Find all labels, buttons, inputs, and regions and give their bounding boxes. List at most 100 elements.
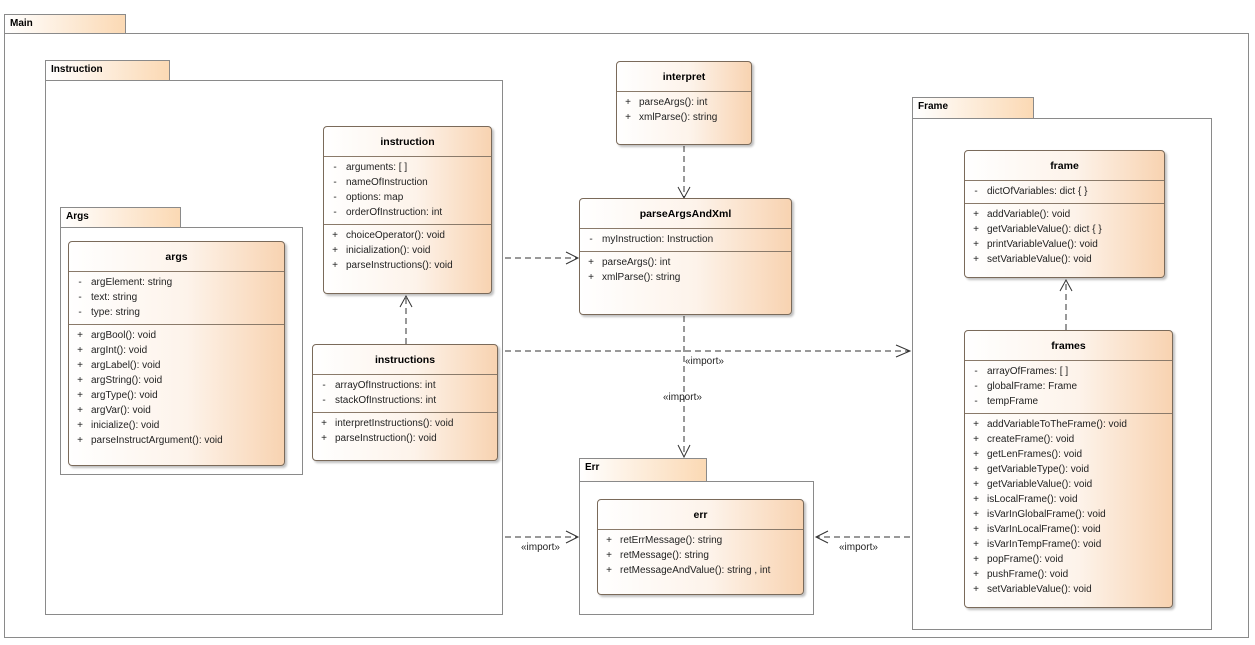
- operation-row: +getVariableValue(): void: [965, 477, 1172, 492]
- operation-row: + argBool(): void: [69, 328, 284, 343]
- package-tab-err: Err: [579, 458, 707, 481]
- package-label-frame: Frame: [918, 101, 949, 112]
- attribute-row: -options: map: [324, 190, 491, 205]
- operation-text: xmlParse(): string: [602, 272, 681, 283]
- visibility-marker: -: [78, 307, 82, 318]
- attribute-text: dictOfVariables: dict { }: [987, 186, 1088, 197]
- attribute-row: -text: string: [69, 290, 284, 305]
- operation-text: argBool(): void: [91, 330, 157, 341]
- operation-text: addVariable(): void: [987, 209, 1071, 220]
- visibility-marker: +: [973, 449, 979, 460]
- visibility-marker: -: [333, 177, 337, 188]
- class-args[interactable]: args -argElement: string-text: string-ty…: [68, 241, 285, 466]
- class-instruction[interactable]: instruction -arguments: [ ]-nameOfInstru…: [323, 126, 492, 294]
- operation-row: +isVarInLocalFrame(): void: [965, 522, 1172, 537]
- operation-row: +isVarInGlobalFrame(): void: [965, 507, 1172, 522]
- visibility-marker: +: [332, 245, 338, 256]
- visibility-marker: +: [973, 464, 979, 475]
- visibility-marker: -: [322, 380, 326, 391]
- visibility-marker: +: [973, 524, 979, 535]
- visibility-marker: +: [77, 375, 83, 386]
- visibility-marker: +: [973, 479, 979, 490]
- visibility-marker: +: [77, 435, 83, 446]
- operation-text: choiceOperator(): void: [346, 230, 445, 241]
- class-frame[interactable]: frame -dictOfVariables: dict { } + addVar…: [964, 150, 1165, 278]
- attribute-text: orderOfInstruction: int: [346, 207, 443, 218]
- attribute-row: -nameOfInstruction: [324, 175, 491, 190]
- operation-text: argString(): void: [91, 375, 163, 386]
- arrowhead-right-parseargsandxml: [565, 251, 580, 265]
- operation-text: interpretInstructions(): void: [335, 418, 454, 429]
- attributes-section: -arguments: [ ]-nameOfInstruction-option…: [324, 157, 491, 225]
- operation-row: +interpretInstructions(): void: [313, 416, 497, 431]
- operations-section: +interpretInstructions(): void+parseInst…: [313, 413, 497, 450]
- attribute-row: -type: string: [69, 305, 284, 320]
- attribute-row: -arrayOfFrames: [ ]: [965, 364, 1172, 379]
- attribute-text: arrayOfInstructions: int: [335, 380, 436, 391]
- operation-text: argLabel(): void: [91, 360, 161, 371]
- operation-row: +xmlParse(): string: [580, 270, 791, 285]
- operation-row: +isVarInTempFrame(): void: [965, 537, 1172, 552]
- operation-row: + getVariableType(): void: [965, 462, 1172, 477]
- package-tab-args: Args: [60, 207, 181, 227]
- operation-text: popFrame(): void: [987, 554, 1064, 565]
- import-label-2: «import»: [663, 392, 702, 403]
- class-name: parseArgsAndXml: [580, 199, 791, 229]
- visibility-marker: -: [589, 234, 593, 245]
- attribute-text: arguments: [ ]: [346, 162, 408, 173]
- attribute-row: -myInstruction: Instruction: [580, 232, 791, 247]
- class-err[interactable]: err +retErrMessage(): string+retMessage(…: [597, 499, 804, 595]
- arrowhead-right-frame: [895, 344, 912, 358]
- attribute-text: arrayOfFrames: [ ]: [987, 366, 1069, 377]
- operation-text: inicialization(): void: [346, 245, 431, 256]
- arrowhead-up-frame: [1059, 278, 1073, 292]
- attribute-text: stackOfInstructions: int: [335, 395, 437, 406]
- class-name: instruction: [324, 127, 491, 157]
- visibility-marker: -: [78, 292, 82, 303]
- class-name: frame: [965, 151, 1164, 181]
- operation-text: inicialize(): void: [91, 420, 160, 431]
- operations-section: +parseArgs(): int+xmlParse(): string: [580, 252, 791, 289]
- operation-row: +setVariableValue(): void: [965, 252, 1164, 267]
- operation-text: retMessage(): string: [620, 550, 709, 561]
- visibility-marker: +: [973, 254, 979, 265]
- operation-row: +argType(): void: [69, 388, 284, 403]
- class-name: interpret: [617, 62, 751, 92]
- operation-text: getVariableType(): void: [987, 464, 1090, 475]
- attribute-text: text: string: [91, 292, 138, 303]
- attribute-row: -orderOfInstruction: int: [324, 205, 491, 220]
- visibility-marker: -: [974, 381, 978, 392]
- attributes-section: -arrayOfFrames: [ ]-globalFrame: Frame-t…: [965, 361, 1172, 414]
- visibility-marker: +: [332, 230, 338, 241]
- class-name: frames: [965, 331, 1172, 361]
- visibility-marker: +: [973, 224, 979, 235]
- operation-text: argInt(): void: [91, 345, 148, 356]
- attributes-section: -dictOfVariables: dict { }: [965, 181, 1164, 204]
- visibility-marker: +: [973, 494, 979, 505]
- visibility-marker: +: [77, 330, 83, 341]
- package-tab-instruction: Instruction: [45, 60, 170, 80]
- visibility-marker: +: [973, 239, 979, 250]
- visibility-marker: -: [333, 207, 337, 218]
- class-interpret[interactable]: interpret +parseArgs(): int+xmlParse(): …: [616, 61, 752, 145]
- class-frames[interactable]: frames -arrayOfFrames: [ ]-globalFrame: …: [964, 330, 1173, 608]
- visibility-marker: -: [78, 277, 82, 288]
- operation-row: + argInt(): void: [69, 343, 284, 358]
- visibility-marker: +: [973, 419, 979, 430]
- class-instructions[interactable]: instructions -arrayOfInstructions: int-s…: [312, 344, 498, 461]
- operation-text: parseInstruction(): void: [335, 433, 437, 444]
- operation-text: createFrame(): void: [987, 434, 1075, 445]
- operation-row: +parseInstructArgument(): void: [69, 433, 284, 448]
- attribute-row: -tempFrame: [965, 394, 1172, 409]
- operation-text: parseArgs(): int: [639, 97, 708, 108]
- class-parseargsandxml[interactable]: parseArgsAndXml -myInstruction: Instruct…: [579, 198, 792, 315]
- operation-text: isLocalFrame(): void: [987, 494, 1078, 505]
- attribute-row: -globalFrame: Frame: [965, 379, 1172, 394]
- visibility-marker: +: [77, 420, 83, 431]
- package-label-instruction: Instruction: [51, 64, 103, 75]
- visibility-marker: +: [77, 345, 83, 356]
- package-label-main: Main: [10, 18, 33, 29]
- visibility-marker: +: [77, 390, 83, 401]
- operation-row: +pushFrame(): void: [965, 567, 1172, 582]
